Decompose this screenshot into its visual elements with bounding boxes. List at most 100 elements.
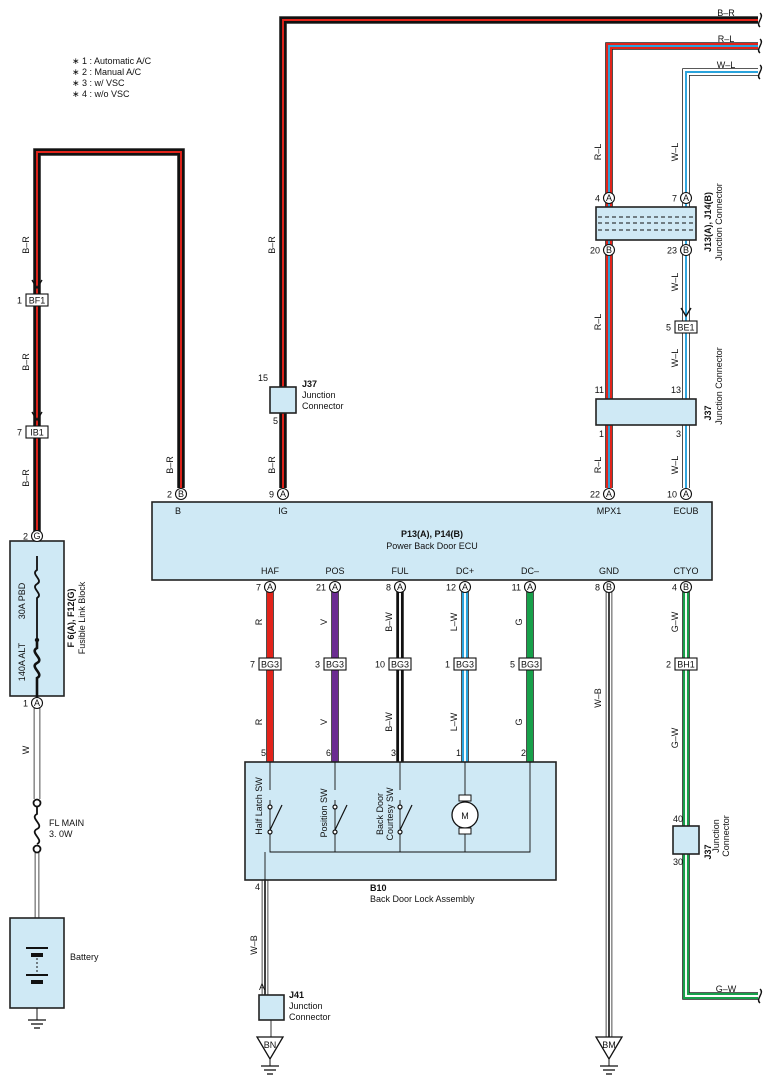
label-wl-2: W–L — [670, 273, 680, 292]
connector-label: BH1 — [677, 660, 695, 670]
pin-ecu-haf: A7 — [256, 580, 277, 594]
connector-label: BG3 — [391, 660, 409, 670]
label-bw-2: B–W — [384, 712, 394, 732]
ecu-pin-ctyo: CTYO — [673, 566, 698, 576]
label-br-4: B–R — [165, 456, 175, 474]
pin-letter: A — [683, 489, 689, 499]
connector-label: BG3 — [261, 660, 279, 670]
label-r-2: R — [254, 718, 264, 725]
label-br-1: B–R — [21, 236, 31, 254]
connector-label: BG3 — [456, 660, 474, 670]
j37-upper-title: J37 — [302, 379, 317, 389]
j41-line2: Connector — [289, 1012, 331, 1022]
label-w: W — [21, 745, 31, 754]
pin-ecu-ecub: A10 — [667, 487, 693, 501]
pin-number: 20 — [590, 246, 600, 256]
pin-number: 1 — [445, 660, 450, 670]
pin-fuse-a: A1 — [23, 696, 44, 710]
wire-arrow-icon — [31, 279, 43, 290]
pin-number: 7 — [250, 660, 255, 670]
note-4: ∗ 4 : w/o VSC — [72, 89, 130, 99]
pin-number: 4 — [672, 583, 677, 593]
label-rl-2: R–L — [593, 314, 603, 331]
j37-upper-connector — [269, 386, 297, 414]
pin-number: 3 — [315, 660, 320, 670]
wire-break-icon — [757, 38, 763, 54]
note-2: ∗ 2 : Manual A/C — [72, 67, 142, 77]
pin-letter: B — [606, 582, 612, 592]
sw2-label: Position SW — [319, 788, 329, 838]
wire-break-icon — [757, 12, 763, 28]
wire-wl — [682, 68, 758, 488]
pin-number: 7 — [17, 428, 22, 438]
pin-j13-23: B23 — [667, 243, 693, 257]
j41-title: J41 — [289, 990, 304, 1000]
j37-right-pin-1: 1 — [599, 429, 604, 439]
label-br-5: B–R — [267, 236, 277, 254]
label-lw-2: L–W — [449, 712, 459, 731]
pin-number: 10 — [375, 660, 385, 670]
j37-lower-line2: Connector — [721, 815, 731, 857]
connector-label: IB1 — [30, 428, 44, 438]
pin-ecu-ctyo: B4 — [672, 580, 693, 594]
back-door-lock-assembly — [244, 761, 557, 881]
connector-bg3-dcp: BG3 1 — [445, 657, 477, 671]
pin-number: 1 — [23, 699, 28, 709]
pin-number: 22 — [590, 490, 600, 500]
ecu-pin-ful: FUL — [391, 566, 408, 576]
pin-number: 8 — [595, 583, 600, 593]
b10-pin-3: 3 — [391, 748, 396, 758]
j37-lower-pin-40: 40 — [673, 814, 683, 824]
power-back-door-ecu — [151, 501, 713, 581]
j13-name: Junction Connector — [714, 183, 724, 261]
j41-line1: Junction — [289, 1001, 323, 1011]
pin-letter: B — [683, 582, 689, 592]
connector-ib1: IB1 7 — [17, 425, 49, 439]
ecu-title: P13(A), P14(B) — [401, 529, 463, 539]
j37-right-pin-3: 3 — [676, 429, 681, 439]
fuse-140a-label: 140A ALT — [17, 642, 27, 681]
pin-letter: G — [33, 531, 40, 541]
b10-pin-2: 2 — [521, 748, 526, 758]
pin-number: 7 — [256, 583, 261, 593]
connector-bg3-ful: BG3 10 — [375, 657, 412, 671]
b10-pin-6: 6 — [326, 748, 331, 758]
connector-label: BE1 — [677, 323, 694, 333]
pin-number: 11 — [512, 583, 521, 593]
wires — [31, 12, 763, 1037]
pin-number: 2 — [167, 490, 172, 500]
pin-number: 5 — [666, 323, 671, 333]
connector-bg3-haf: BG3 7 — [250, 657, 282, 671]
fuse-block-name: Fusible Link Block — [77, 581, 87, 654]
b10-title: B10 — [370, 883, 387, 893]
pin-letter: B — [178, 489, 184, 499]
pin-number: 12 — [446, 583, 456, 593]
j37-lower-line1: Junction — [711, 819, 721, 853]
connector-be1: BE1 5 — [666, 320, 698, 334]
j37-right-title: J37 — [703, 405, 713, 420]
pin-letter: A — [34, 698, 40, 708]
j37-upper-pin-15: 15 — [258, 373, 268, 383]
pin-number: 8 — [386, 583, 391, 593]
pin-letter: A — [462, 582, 468, 592]
pin-j13-4: A4 — [595, 191, 616, 205]
b10-name: Back Door Lock Assembly — [370, 894, 475, 904]
label-wl-3: W–L — [670, 349, 680, 368]
pin-ecu-ig: A9 — [269, 487, 290, 501]
j37-right-pin-11: 11 — [595, 385, 604, 395]
ecu-pin-dcp: DC+ — [456, 566, 474, 576]
fuse-140a-icon — [33, 640, 41, 698]
wire-arrow-icon — [31, 411, 43, 422]
note-1: ∗ 1 : Automatic A/C — [72, 56, 152, 66]
j37-right-name: Junction Connector — [714, 347, 724, 425]
pin-number: 4 — [595, 194, 600, 204]
label-g-2: G — [514, 718, 524, 725]
sw1-label: Half Latch SW — [254, 777, 264, 835]
label-br-6: B–R — [267, 456, 277, 474]
pin-ecu-b: B2 — [167, 487, 188, 501]
fuse-30a-label: 30A PBD — [17, 582, 27, 619]
label-gw-1: G–W — [670, 611, 680, 632]
label-wb-gnd: W–B — [593, 688, 603, 708]
